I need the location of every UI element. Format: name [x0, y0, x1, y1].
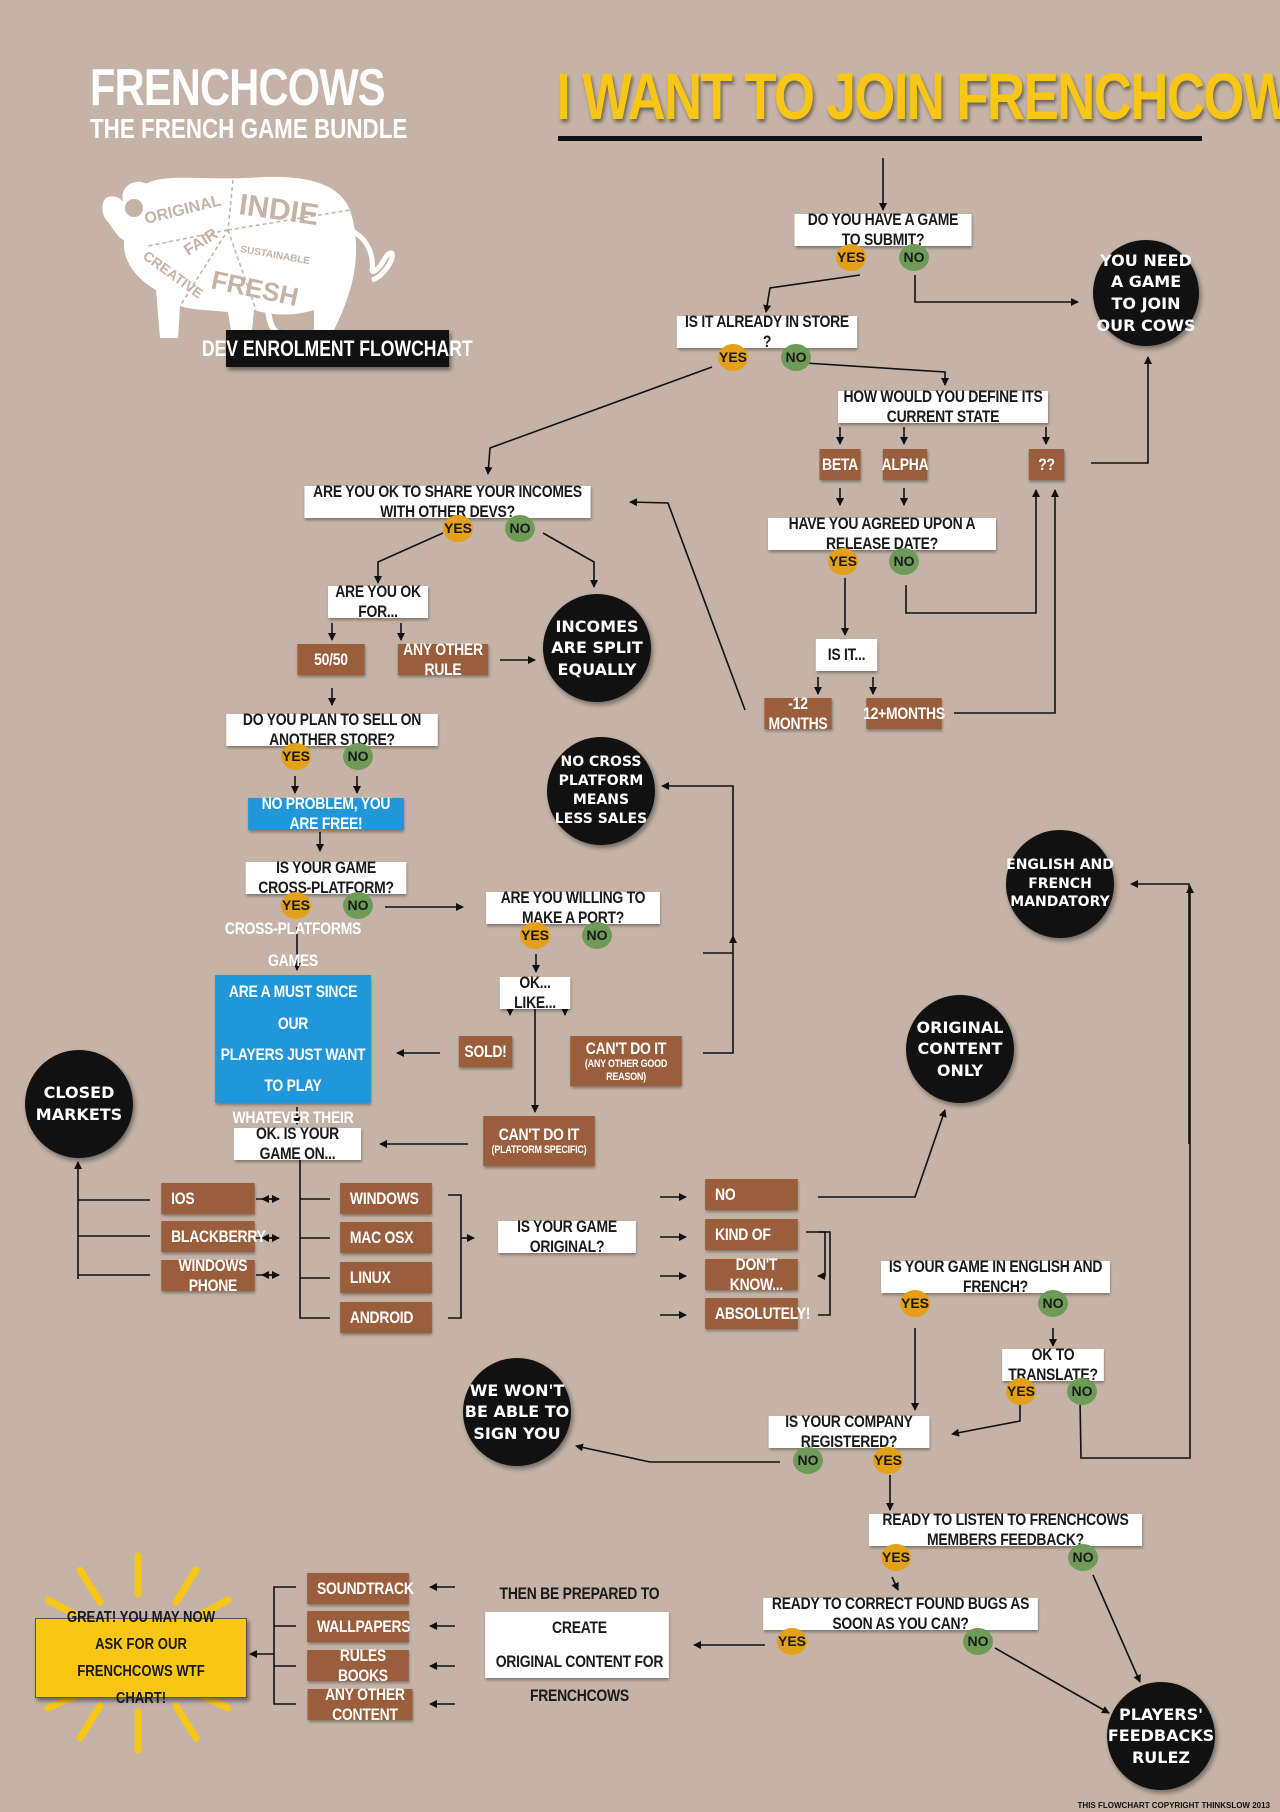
- box-android: ANDROID: [340, 1302, 432, 1333]
- no-correct-bugs: NO: [963, 1628, 993, 1655]
- q-game-on: OK. IS YOUR GAME ON...: [233, 1124, 362, 1163]
- yes-cross-platform: YES: [281, 892, 311, 919]
- box-beta: BETA: [819, 449, 861, 480]
- sunburst-icon: [44, 1552, 232, 1754]
- q-make-port: ARE YOU WILLING TO MAKE A PORT?: [486, 888, 660, 927]
- box-wallpapers: WALLPAPERS: [307, 1611, 411, 1642]
- box-fifty-fifty: 50/50: [297, 644, 365, 675]
- no-have-game: NO: [899, 244, 929, 271]
- yes-listen-feedback: YES: [881, 1544, 911, 1571]
- title-underline: [558, 136, 1202, 141]
- box-more-12-months: 12+MONTHS: [863, 698, 945, 729]
- box-windows: WINDOWS: [340, 1183, 432, 1214]
- no-share-incomes: NO: [505, 515, 535, 542]
- box-any-other-content: ANY OTHER CONTENT: [307, 1685, 413, 1724]
- q-original: IS YOUR GAME ORIGINAL?: [498, 1217, 636, 1256]
- q-english-french: IS YOUR GAME IN ENGLISH AND FRENCH?: [881, 1257, 1110, 1296]
- yes-in-store: YES: [718, 344, 748, 371]
- box-soundtrack: SOUNDTRACK: [307, 1573, 414, 1604]
- box-no-problem-free: NO PROBLEM, YOU ARE FREE!: [248, 794, 404, 833]
- box-absolutely: ABSOLUTELY!: [705, 1298, 810, 1329]
- box-cant-do-it-platform: CAN'T DO IT (PLATFORM SPECIFIC): [483, 1116, 595, 1166]
- box-kind-of: KIND OF: [705, 1219, 798, 1250]
- no-company-registered: NO: [793, 1447, 823, 1474]
- box-mac-osx: MAC OSX: [340, 1222, 432, 1253]
- box-alpha: ALPHA: [882, 449, 929, 480]
- q-other-store: DO YOU PLAN TO SELL ON ANOTHER STORE?: [226, 710, 438, 749]
- cow-logo-icon: ORIGINAL INDIE FAIR SUSTAINABLE CREATIVE…: [102, 176, 395, 350]
- q-translate: OK TO TRANSLATE?: [1002, 1345, 1104, 1384]
- q-ok-for: ARE YOU OK FOR...: [327, 582, 429, 621]
- brand-block: FRENCHCOWS THE FRENCH GAME BUNDLE: [90, 59, 408, 144]
- flowchart-subtitle: DEV ENROLMENT FLOWCHART: [202, 330, 473, 367]
- box-ios: IOS: [161, 1183, 255, 1214]
- yes-other-store: YES: [281, 743, 311, 770]
- q-is-it: IS IT...: [815, 639, 878, 671]
- brand-tagline: THE FRENCH GAME BUNDLE: [90, 113, 408, 144]
- no-cross-platform: NO: [343, 892, 373, 919]
- no-translate: NO: [1067, 1378, 1097, 1405]
- box-cant-do-it-other: CAN'T DO IT (ANY OTHER GOOD REASON): [570, 1036, 682, 1086]
- q-company-registered: IS YOUR COMPANY REGISTERED?: [768, 1412, 930, 1451]
- box-rules-books: RULES BOOKS: [307, 1646, 409, 1685]
- q-in-store: IS IT ALREADY IN STORE ?: [676, 312, 858, 351]
- no-english-french: NO: [1038, 1290, 1068, 1317]
- yes-share-incomes: YES: [443, 515, 473, 542]
- yes-correct-bugs: YES: [777, 1628, 807, 1655]
- yes-translate: YES: [1006, 1378, 1036, 1405]
- q-current-state: HOW WOULD YOU DEFINE ITS CURRENT STATE: [838, 387, 1048, 426]
- box-sold: SOLD!: [458, 1036, 513, 1067]
- brand-name: FRENCHCOWS: [90, 59, 386, 117]
- box-prepared-content: THEN BE PREPARED TO CREATE ORIGINAL CONT…: [485, 1584, 669, 1705]
- box-blackberry: BLACKBERRY: [161, 1221, 266, 1252]
- copyright-note: THIS FLOWCHART COPYRIGHT THINKSLOW 2013: [1077, 1801, 1270, 1810]
- box-less-12-months: -12 MONTHS: [764, 694, 832, 733]
- q-have-game: DO YOU HAVE A GAME TO SUBMIT?: [794, 210, 972, 249]
- no-make-port: NO: [582, 922, 612, 949]
- box-windows-phone: WINDOWS PHONE: [161, 1256, 255, 1295]
- q-release-date: HAVE YOU AGREED UPON A RELEASE DATE?: [768, 514, 996, 553]
- box-any-other-rule: ANY OTHER RULE: [397, 640, 489, 679]
- no-listen-feedback: NO: [1068, 1544, 1098, 1571]
- yes-have-game: YES: [836, 244, 866, 271]
- q-ok-like: OK... LIKE...: [499, 973, 571, 1012]
- yes-english-french: YES: [900, 1290, 930, 1317]
- yes-company-registered: YES: [873, 1447, 903, 1474]
- box-dont-know: DON'T KNOW...: [705, 1255, 798, 1294]
- q-correct-bugs: READY TO CORRECT FOUND BUGS AS SOON AS Y…: [763, 1594, 1038, 1633]
- no-release-date: NO: [889, 548, 919, 575]
- no-in-store: NO: [781, 344, 811, 371]
- q-share-incomes: ARE YOU OK TO SHARE YOUR INCOMES WITH OT…: [304, 482, 591, 521]
- yes-release-date: YES: [828, 548, 858, 575]
- box-linux: LINUX: [340, 1262, 432, 1293]
- box-unknown: ??: [1028, 449, 1065, 480]
- page-title: I WANT TO JOIN FRENCHCOWS!: [556, 59, 1280, 133]
- box-original-no: NO: [705, 1179, 798, 1210]
- q-cross-platform: IS YOUR GAME CROSS-PLATFORM?: [245, 858, 407, 897]
- no-other-store: NO: [343, 743, 373, 770]
- yes-make-port: YES: [520, 922, 550, 949]
- q-listen-feedback: READY TO LISTEN TO FRENCHCOWS MEMBERS FE…: [868, 1510, 1143, 1549]
